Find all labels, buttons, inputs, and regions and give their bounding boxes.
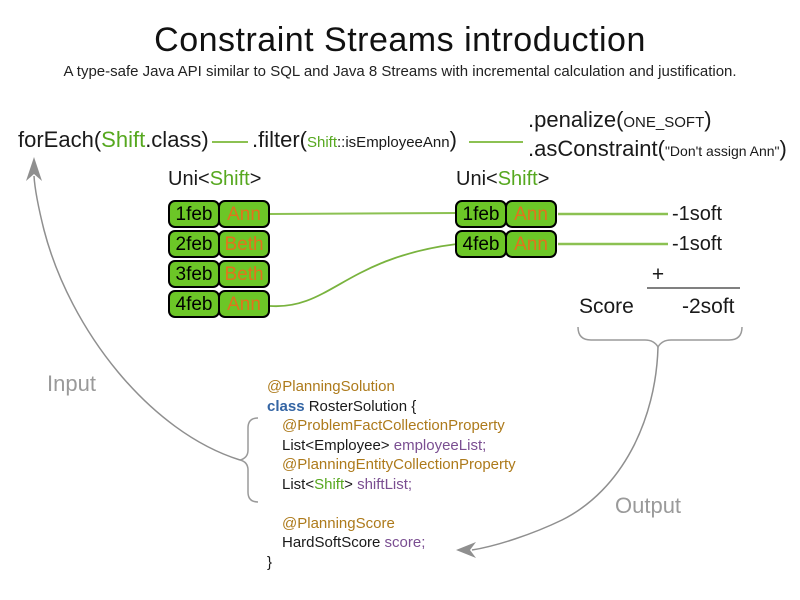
code-brace [239, 417, 259, 503]
score-label: Score [579, 295, 634, 318]
expr-asconstraint: .asConstraint("Don't assign Ann") [528, 136, 787, 162]
expr-foreach-type: Shift [101, 127, 146, 152]
shift-employee-cell: Beth [218, 230, 270, 258]
row-match-curve-4feb [269, 243, 458, 308]
page-title: Constraint Streams introduction [154, 21, 646, 59]
shift-employee-cell: Ann [505, 200, 557, 228]
expr-asconstraint-arg: "Don't assign Ann" [664, 143, 780, 159]
expr-filter-pre: .filter( [252, 127, 307, 152]
code-line: @PlanningSolution [267, 377, 516, 397]
uni-type: Shift [497, 168, 538, 190]
expr-penalize-post: ) [704, 107, 712, 132]
expr-foreach: forEach(Shift.class) [18, 127, 209, 153]
shift-employee-cell: Ann [218, 200, 270, 228]
code-line: List<Employee> employeeList; [267, 436, 516, 456]
left-table-label: Uni<Shift> [168, 168, 261, 191]
expr-asconstraint-pre: .asConstraint( [528, 136, 665, 161]
table-row: 4feb Ann [455, 230, 557, 258]
code-line: } [267, 553, 516, 573]
penalty-value: -1soft [672, 203, 723, 225]
table-row: 1feb Ann [455, 200, 557, 228]
annotation-planning-solution: @PlanningSolution [267, 378, 395, 395]
employee-list-var: employeeList; [393, 436, 487, 454]
table-row: 4feb Ann [168, 290, 270, 318]
code-line: @PlanningEntityCollectionProperty [267, 455, 516, 475]
code-line: @ProblemFactCollectionProperty [267, 416, 516, 436]
shift-employee-cell: Beth [218, 260, 270, 288]
expr-foreach-post: .class) [145, 127, 209, 152]
shift-list-type: Shift [314, 475, 345, 493]
shift-date-cell: 2feb [168, 230, 220, 258]
uni-type: Shift [209, 168, 250, 190]
input-arrow [33, 175, 241, 461]
table-row: 2feb Beth [168, 230, 270, 258]
penalty-value: -1soft [672, 233, 723, 255]
employee-list-type: List<Employee> [282, 436, 394, 454]
uni-post: > [249, 168, 262, 190]
shift-list-pre: List< [282, 475, 315, 493]
output-arrowhead-icon [456, 542, 476, 558]
right-table-label: Uni<Shift> [456, 168, 549, 191]
shift-date-cell: 4feb [168, 290, 220, 318]
page-subtitle: A type-safe Java API similar to SQL and … [63, 63, 737, 80]
expr-asconstraint-post: ) [779, 136, 787, 161]
shift-date-cell: 1feb [168, 200, 220, 228]
uni-pre: Uni< [168, 168, 210, 190]
closing-brace: } [267, 553, 273, 571]
output-arrow [471, 346, 659, 551]
expr-penalize-arg: ONE_SOFT [623, 114, 705, 131]
table-row: 1feb Ann [168, 200, 270, 228]
code-line: class RosterSolution { [267, 397, 516, 417]
annotation-planning-score: @PlanningScore [282, 514, 395, 532]
score-field-type: HardSoftScore [282, 534, 385, 551]
shift-list-post: > [344, 475, 358, 493]
expr-penalize: .penalize(ONE_SOFT) [528, 107, 712, 133]
shift-list-var: shiftList; [357, 475, 413, 493]
shift-date-cell: 3feb [168, 260, 220, 288]
annotation-problem-fact: @ProblemFactCollectionProperty [282, 417, 505, 434]
code-block: @PlanningSolution class RosterSolution {… [267, 377, 516, 572]
expr-penalize-pre: .penalize( [528, 107, 624, 132]
row-match-line-1feb [269, 212, 458, 215]
score-total: -2soft [682, 295, 735, 318]
expr-filter: .filter(Shift::isEmployeeAnn) [252, 127, 457, 153]
uni-pre: Uni< [456, 168, 498, 190]
expr-filter-post: ) [449, 127, 457, 152]
output-label: Output [615, 493, 682, 518]
expr-filter-arg-type: Shift [307, 134, 338, 151]
code-line: @PlanningScore [267, 514, 516, 534]
class-keyword: class [267, 397, 305, 415]
expr-foreach-pre: forEach( [18, 127, 102, 152]
shift-date-cell: 1feb [455, 200, 507, 228]
code-line: List<Shift> shiftList; [267, 475, 516, 495]
shift-employee-cell: Ann [218, 290, 270, 318]
class-declaration: RosterSolution { [304, 397, 417, 415]
input-arrowhead-icon [26, 157, 42, 181]
input-label: Input [47, 371, 96, 396]
expr-filter-arg-rest: ::isEmployeeAnn [337, 134, 450, 151]
score-brace [577, 326, 743, 349]
table-row: 3feb Beth [168, 260, 270, 288]
annotation-planning-entity: @PlanningEntityCollectionProperty [282, 456, 516, 473]
shift-date-cell: 4feb [455, 230, 507, 258]
code-line: HardSoftScore score; [267, 533, 516, 553]
plus-sign: + [651, 263, 665, 286]
score-field-var: score; [384, 534, 426, 551]
code-blank-line [267, 494, 516, 514]
uni-post: > [537, 168, 550, 190]
shift-employee-cell: Ann [505, 230, 557, 258]
